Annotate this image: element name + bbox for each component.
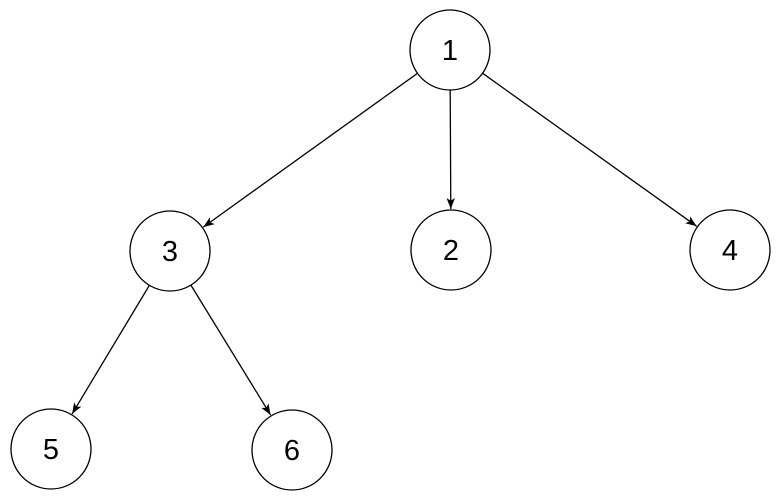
node-circle-2[interactable] — [410, 209, 492, 291]
node-circle-1[interactable] — [409, 9, 491, 91]
edges-layer — [71, 72, 697, 416]
edge-1-to-2 — [446, 89, 455, 210]
tree-node-5: 5 — [10, 408, 92, 490]
tree-node-1: 1 — [409, 9, 491, 91]
tree-node-3: 3 — [129, 210, 211, 292]
edge-3-to-6 — [190, 284, 272, 416]
tree-node-2: 2 — [410, 209, 492, 291]
edge-1-to-3 — [202, 72, 418, 228]
tree-node-4: 4 — [689, 209, 771, 291]
nodes-layer: 1 3 2 4 5 6 — [10, 9, 771, 491]
node-circle-5[interactable] — [10, 408, 92, 490]
edge-1-to-4 — [482, 72, 697, 227]
node-circle-3[interactable] — [129, 210, 211, 292]
edge-3-to-5 — [71, 284, 150, 415]
tree-node-6: 6 — [251, 409, 333, 491]
node-circle-4[interactable] — [689, 209, 771, 291]
node-circle-6[interactable] — [251, 409, 333, 491]
